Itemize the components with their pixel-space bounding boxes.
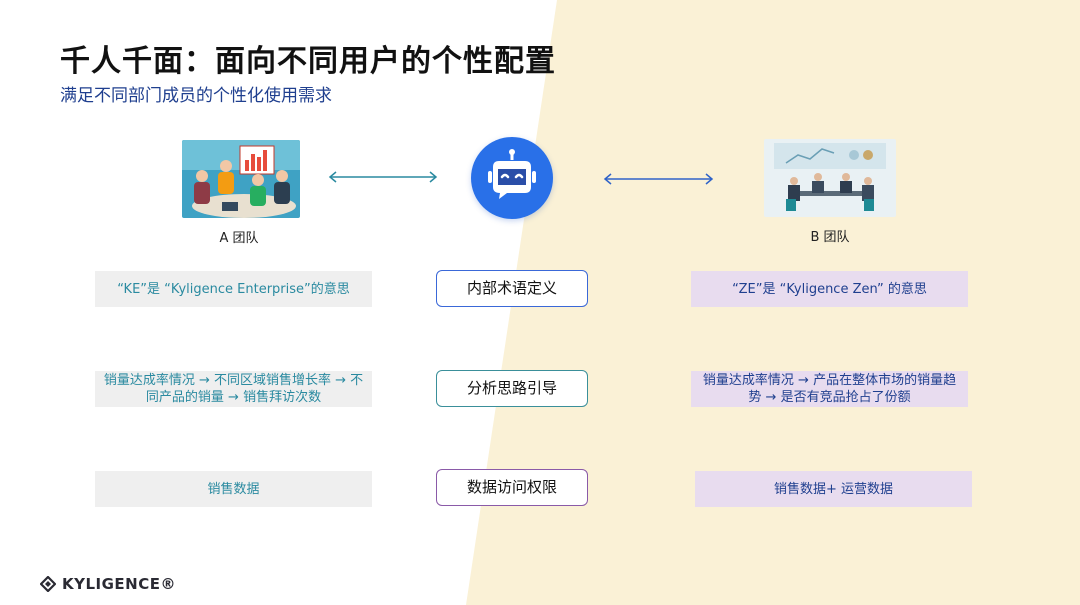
- row-3-category-data-access: 数据访问权限: [436, 469, 588, 506]
- robot-assistant-icon: [471, 137, 553, 219]
- slide-title: 千人千面：面向不同用户的个性配置: [60, 44, 556, 79]
- team-a-label: A 团队: [219, 231, 259, 246]
- row-2-category-analysis-path: 分析思路引导: [436, 370, 588, 407]
- double-arrow-icon-right: [603, 173, 714, 185]
- logo-text: KYLIGENCE®: [62, 575, 176, 593]
- row-2-team-a-value: 销量达成率情况 → 不同区域销售增长率 → 不同产品的销量 → 销售拜访次数: [95, 371, 372, 407]
- slide-subtitle: 满足不同部门成员的个性化使用需求: [60, 86, 332, 106]
- team-a: A 团队: [182, 140, 300, 246]
- team-b-meeting-illustration: [764, 139, 896, 217]
- row-3-team-a-value: 销售数据: [95, 471, 372, 507]
- kyligence-logo-icon: [40, 576, 56, 592]
- row-1-team-b-value: “ZE”是 “Kyligence Zen” 的意思: [691, 271, 968, 307]
- row-1-team-a-value: “KE”是 “Kyligence Enterprise”的意思: [95, 271, 372, 307]
- row-2-team-b-value: 销量达成率情况 → 产品在整体市场的销量趋势 → 是否有竞品抢占了份额: [691, 371, 968, 407]
- double-arrow-icon-left: [328, 171, 438, 183]
- team-a-meeting-illustration: [182, 140, 300, 218]
- kyligence-logo: KYLIGENCE®: [40, 575, 176, 593]
- team-b: B 团队: [764, 139, 896, 245]
- team-b-label: B 团队: [810, 230, 850, 245]
- row-3-team-b-value: 销售数据+ 运营数据: [695, 471, 972, 507]
- row-1-category-internal-terms: 内部术语定义: [436, 270, 588, 307]
